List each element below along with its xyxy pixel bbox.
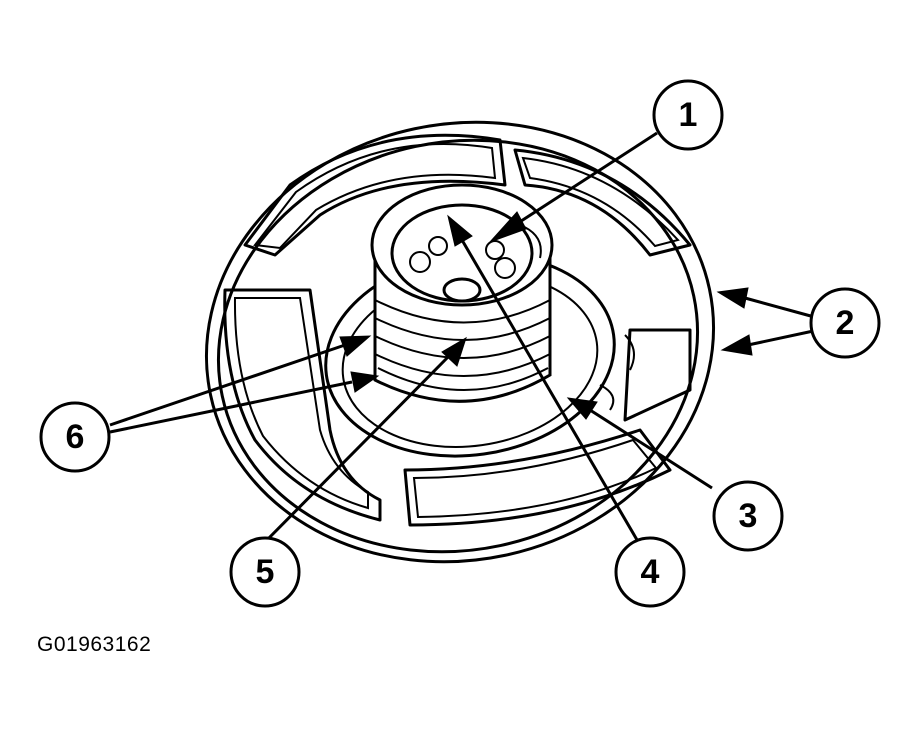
callout-6: 6 <box>39 401 111 473</box>
figure-id: G01963162 <box>37 633 152 656</box>
callout-6-label: 6 <box>66 418 85 456</box>
callout-1: 1 <box>652 79 724 151</box>
callout-5-label: 5 <box>256 553 275 591</box>
callout-5: 5 <box>229 536 301 608</box>
callout-1-label: 1 <box>679 96 698 134</box>
callout-4-label: 4 <box>641 553 660 591</box>
bearing-balls <box>409 236 516 279</box>
disc-ribs <box>223 133 692 527</box>
callout-3-label: 3 <box>739 497 758 535</box>
callout-2: 2 <box>809 287 881 359</box>
central-hub <box>370 183 554 403</box>
callout-2-label: 2 <box>836 304 855 342</box>
callout-3: 3 <box>712 480 784 552</box>
callout-4: 4 <box>614 536 686 608</box>
leader-lines <box>109 131 819 547</box>
